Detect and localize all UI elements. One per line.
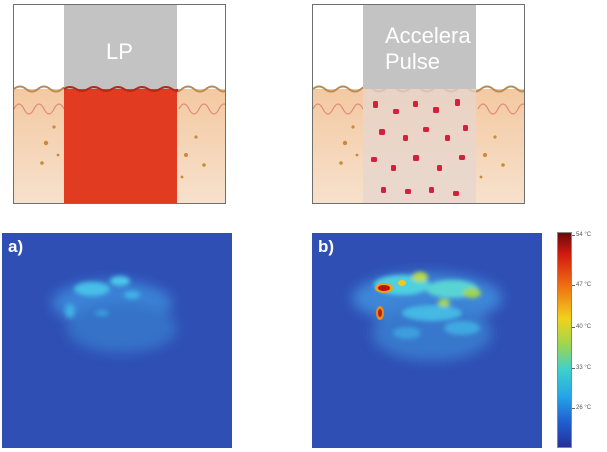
colorbar-tick-mark [572, 408, 575, 409]
dermal-papillae-right [477, 103, 524, 115]
accelera-pulse-diagram: Accelera Pulse [312, 4, 525, 204]
colorbar-tick-label: 33 °C [576, 365, 592, 371]
colorbar-tick-mark [572, 285, 575, 286]
dermal-papillae-left [313, 103, 364, 115]
colorbar-tick-mark [572, 235, 575, 236]
dermal-papillae-right [178, 103, 225, 115]
thermal-map-a [2, 233, 232, 448]
dermal-papillae-left [14, 103, 65, 115]
hot-spots [65, 276, 140, 318]
beam-label-line-1: Accelera [385, 23, 471, 48]
pigment-dots [40, 125, 206, 179]
hot-spots [375, 280, 406, 320]
thermal-image-a: a) [2, 233, 232, 448]
thermal-map-b [312, 233, 542, 448]
continuous-coagulation-zone [64, 89, 177, 203]
panel-label-b: b) [318, 237, 335, 256]
colorbar-tick-label: 40 °C [576, 324, 592, 330]
pigment-dots [339, 125, 505, 179]
accelera-skin-illustration [313, 5, 524, 203]
micro-coagulation-dots [371, 99, 468, 196]
lp-skin-illustration [14, 5, 225, 203]
beam-head [363, 5, 476, 89]
treatment-zone [363, 89, 476, 203]
beam-label: LP [106, 39, 133, 64]
thermal-image-b: b) [312, 233, 542, 448]
colorbar-tick-mark [572, 327, 575, 328]
panel-label-a: a) [8, 237, 24, 256]
temperature-colorbar [557, 232, 572, 448]
colorbar-tick-label: 26 °C [576, 405, 592, 411]
colorbar-tick-label: 54 °C [576, 232, 592, 238]
beam-label-line-2: Pulse [385, 49, 441, 74]
lp-diagram: LP [13, 4, 226, 204]
colorbar-tick-label: 47 °C [576, 282, 592, 288]
beam-head [64, 5, 177, 89]
colorbar-tick-mark [572, 368, 575, 369]
